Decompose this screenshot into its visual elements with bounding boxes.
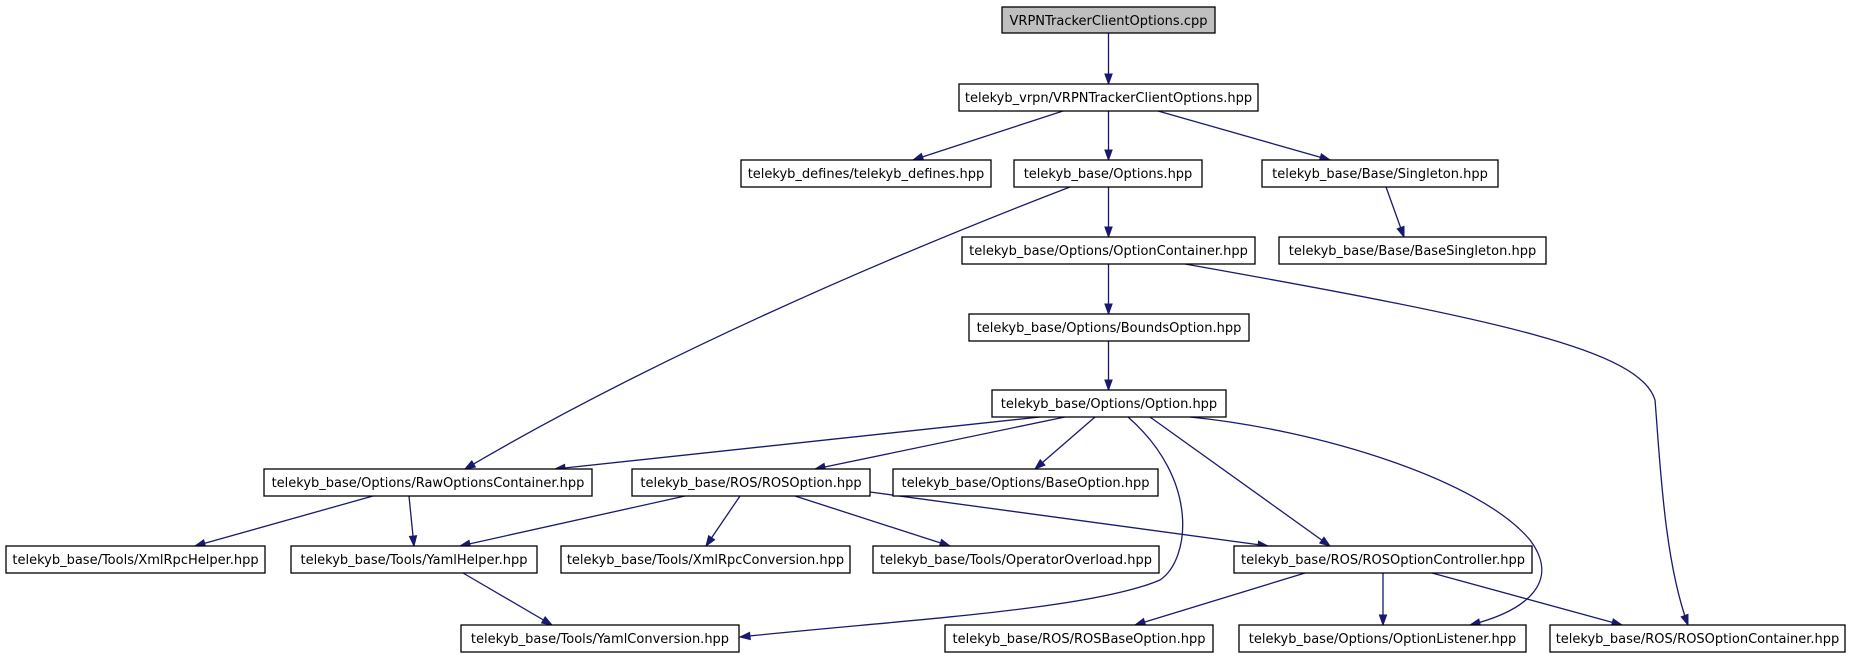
node-label: VRPNTrackerClientOptions.cpp — [1010, 14, 1208, 29]
arrowhead — [705, 534, 716, 548]
arrowhead — [1104, 73, 1113, 86]
dependency-arrow — [1184, 263, 1689, 626]
node-label: telekyb_base/Tools/XmlRpcHelper.hpp — [12, 553, 258, 568]
graph-node[interactable]: telekyb_base/ROS/ROSOptionContainer.hpp — [1549, 624, 1846, 653]
graph-node[interactable]: telekyb_base/Tools/XmlRpcHelper.hpp — [5, 545, 266, 574]
dependency-arrow — [1431, 572, 1623, 626]
node-label: telekyb_base/ROS/ROSOptionController.hpp — [1241, 553, 1525, 568]
dependency-arrow — [462, 572, 553, 626]
graph-node[interactable]: telekyb_base/Tools/OperatorOverload.hpp — [872, 545, 1160, 574]
arrowhead — [1378, 614, 1388, 627]
dependency-arrow — [794, 495, 951, 547]
dependency-arrow — [464, 186, 1071, 470]
arrowhead — [1033, 458, 1046, 470]
graph-node[interactable]: telekyb_base/ROS/ROSOption.hpp — [631, 468, 871, 497]
node-label: telekyb_base/Options/OptionListener.hpp — [1249, 632, 1517, 647]
graph-node[interactable]: telekyb_base/Options/BoundsOption.hpp — [968, 313, 1250, 342]
dependency-edges — [193, 33, 1689, 641]
arrowhead — [540, 615, 554, 626]
graph-node[interactable]: telekyb_base/Tools/YamlConversion.hpp — [460, 624, 740, 653]
arrowhead — [1680, 613, 1689, 627]
node-label: telekyb_base/ROS/ROSBaseOption.hpp — [953, 632, 1206, 647]
node-label: telekyb_base/ROS/ROSOption.hpp — [640, 476, 861, 491]
node-label: telekyb_base/Base/Singleton.hpp — [1272, 167, 1488, 182]
graph-node[interactable]: telekyb_base/Options/RawOptionsContainer… — [263, 468, 593, 497]
node-label: telekyb_base/Tools/OperatorOverload.hpp — [880, 553, 1152, 568]
graph-node[interactable]: telekyb_base/ROS/ROSOptionController.hpp — [1233, 545, 1533, 574]
dependency-arrow — [912, 110, 1064, 161]
node-label: telekyb_base/ROS/ROSOptionContainer.hpp — [1556, 632, 1840, 647]
node-label: telekyb_base/Options/BoundsOption.hpp — [977, 321, 1242, 336]
file-nodes: VRPNTrackerClientOptions.cpp telekyb_vrp… — [5, 6, 1846, 653]
graph-node[interactable]: telekyb_base/Base/Singleton.hpp — [1261, 159, 1499, 188]
graph-node[interactable]: telekyb_base/Options/OptionListener.hpp — [1238, 624, 1527, 653]
dependency-arrow — [194, 495, 374, 547]
node-label: telekyb_base/Options/RawOptionsContainer… — [272, 476, 585, 491]
arrowhead — [463, 459, 477, 470]
graph-node[interactable]: telekyb_base/Options/BaseOption.hpp — [892, 468, 1159, 497]
graph-node[interactable]: telekyb_base/Base/BaseSingleton.hpp — [1278, 236, 1547, 265]
dependency-arrow — [739, 416, 1184, 638]
arrowhead — [408, 535, 418, 548]
dependency-arrow — [1189, 416, 1543, 626]
graph-node[interactable]: telekyb_base/Options.hpp — [1013, 159, 1203, 188]
dependency-arrow — [554, 416, 1041, 470]
graph-node[interactable]: telekyb_base/ROS/ROSBaseOption.hpp — [944, 624, 1214, 653]
graph-node[interactable]: telekyb_base/Options/Option.hpp — [991, 389, 1227, 418]
graph-node-root[interactable]: VRPNTrackerClientOptions.cpp — [1001, 6, 1216, 34]
graph-node[interactable]: telekyb_base/Options/OptionContainer.hpp — [961, 236, 1256, 265]
node-label: telekyb_base/Tools/YamlConversion.hpp — [471, 632, 729, 647]
arrowhead — [738, 631, 751, 641]
arrowhead — [1104, 226, 1113, 239]
node-label: telekyb_base/Options/Option.hpp — [1001, 397, 1217, 412]
dependency-arrow — [869, 491, 1269, 547]
node-label: telekyb_base/Options/OptionContainer.hpp — [969, 244, 1248, 259]
dependency-arrow — [1149, 416, 1331, 547]
dependency-arrow — [1157, 110, 1331, 161]
node-label: telekyb_defines/telekyb_defines.hpp — [748, 167, 985, 182]
arrowhead — [938, 538, 952, 547]
node-label: telekyb_vrpn/VRPNTrackerClientOptions.hp… — [965, 91, 1252, 106]
graph-node[interactable]: telekyb_defines/telekyb_defines.hpp — [740, 159, 992, 188]
arrowhead — [1396, 225, 1405, 239]
dependency-arrow — [814, 416, 1066, 470]
arrowhead — [1104, 149, 1113, 162]
node-label: telekyb_base/Options.hpp — [1024, 167, 1193, 182]
dependency-arrow — [1134, 572, 1306, 626]
arrowhead — [1104, 379, 1113, 392]
graph-node[interactable]: telekyb_base/Tools/YamlHelper.hpp — [290, 545, 538, 574]
arrowhead — [1318, 536, 1332, 547]
dependency-arrow — [1034, 416, 1096, 470]
arrowhead — [911, 152, 925, 161]
dependency-arrow — [459, 495, 686, 547]
arrowhead — [1104, 303, 1113, 316]
graph-node[interactable]: telekyb_base/Tools/XmlRpcConversion.hpp — [560, 545, 851, 574]
graph-node[interactable]: telekyb_vrpn/VRPNTrackerClientOptions.hp… — [958, 83, 1259, 112]
node-label: telekyb_base/Base/BaseSingleton.hpp — [1289, 244, 1536, 259]
node-label: telekyb_base/Tools/YamlHelper.hpp — [300, 553, 527, 568]
node-label: telekyb_base/Tools/XmlRpcConversion.hpp — [567, 553, 844, 568]
node-label: telekyb_base/Options/BaseOption.hpp — [901, 476, 1149, 491]
